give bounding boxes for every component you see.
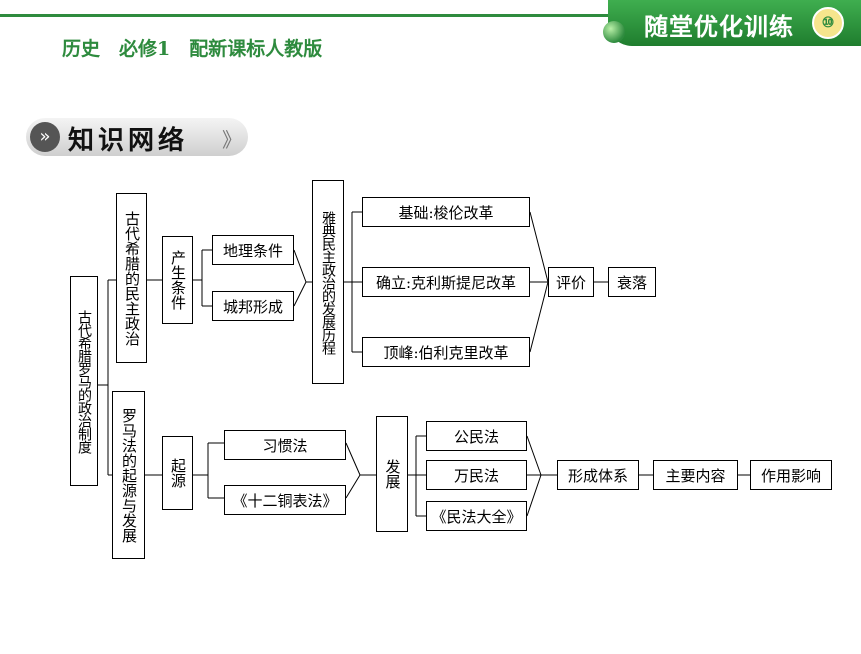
node-greece-democracy: 古代希腊的民主政治 bbox=[116, 193, 147, 363]
node-law-origin-label: 起源 bbox=[169, 458, 187, 488]
node-corpus-juris: 《民法大全》 bbox=[426, 501, 527, 531]
node-decline-label: 衰落 bbox=[616, 273, 647, 292]
node-corpus-juris-label: 《民法大全》 bbox=[431, 507, 522, 526]
node-civil-law-label: 公民法 bbox=[453, 427, 499, 446]
node-evaluation-label: 评价 bbox=[555, 273, 586, 292]
node-role-influence: 作用影响 bbox=[750, 460, 832, 490]
node-law-development: 发展 bbox=[376, 416, 408, 532]
node-law-origin: 起源 bbox=[162, 436, 193, 510]
node-main-content-label: 主要内容 bbox=[665, 466, 726, 485]
node-pericles-reform-label: 顶峰:伯利克里改革 bbox=[383, 343, 509, 362]
node-evaluation: 评价 bbox=[548, 267, 594, 297]
node-cleisthenes-reform-label: 确立:克利斯提尼改革 bbox=[375, 273, 517, 292]
node-twelve-tables-label: 《十二铜表法》 bbox=[232, 491, 338, 510]
course-subtitle: 历史 必修1 配新课标人教版 bbox=[62, 38, 323, 60]
node-decline: 衰落 bbox=[608, 267, 656, 297]
node-civil-law: 公民法 bbox=[426, 421, 527, 451]
node-customary-law: 习惯法 bbox=[224, 430, 346, 460]
node-form-system: 形成体系 bbox=[557, 460, 639, 490]
node-main-content: 主要内容 bbox=[653, 460, 738, 490]
section-title: 知识网络 bbox=[68, 126, 189, 156]
node-cleisthenes-reform: 确立:克利斯提尼改革 bbox=[362, 267, 530, 297]
node-root-label: 古代希腊罗马的政治制度 bbox=[76, 309, 92, 453]
node-role-influence-label: 作用影响 bbox=[760, 466, 821, 485]
node-athens-development: 雅典民主政治的发展历程 bbox=[312, 180, 344, 384]
node-roman-law: 罗马法的起源与发展 bbox=[112, 391, 145, 559]
node-origin-conditions: 产生条件 bbox=[162, 236, 193, 324]
node-root: 古代希腊罗马的政治制度 bbox=[70, 276, 98, 486]
node-customary-law-label: 习惯法 bbox=[262, 436, 308, 455]
node-form-system-label: 形成体系 bbox=[567, 466, 628, 485]
node-solon-reform: 基础:梭伦改革 bbox=[362, 197, 530, 227]
node-law-development-label: 发展 bbox=[383, 459, 402, 489]
section-arrows-icon: 》 bbox=[222, 128, 242, 152]
section-pill bbox=[26, 118, 248, 156]
node-solon-reform-label: 基础:梭伦改革 bbox=[398, 203, 494, 222]
node-law-of-nations-label: 万民法 bbox=[453, 466, 499, 485]
double-chevron-icon: » bbox=[30, 122, 60, 152]
node-twelve-tables: 《十二铜表法》 bbox=[224, 485, 346, 515]
header-rule bbox=[0, 14, 620, 17]
node-greece-democracy-label: 古代希腊的民主政治 bbox=[123, 210, 141, 346]
node-athens-development-label: 雅典民主政治的发展历程 bbox=[320, 210, 336, 354]
banner-ball-icon bbox=[603, 21, 625, 43]
node-city-states: 城邦形成 bbox=[212, 291, 294, 321]
node-geography-label: 地理条件 bbox=[222, 241, 283, 260]
node-roman-law-label: 罗马法的起源与发展 bbox=[120, 407, 138, 543]
node-law-of-nations: 万民法 bbox=[426, 460, 527, 490]
node-geography: 地理条件 bbox=[212, 235, 294, 265]
node-city-states-label: 城邦形成 bbox=[222, 297, 283, 316]
node-origin-conditions-label: 产生条件 bbox=[169, 250, 187, 310]
brand-title: 随堂优化训练 bbox=[644, 13, 794, 41]
brand-logo-icon: ⑩ bbox=[812, 7, 844, 39]
node-pericles-reform: 顶峰:伯利克里改革 bbox=[362, 337, 530, 367]
